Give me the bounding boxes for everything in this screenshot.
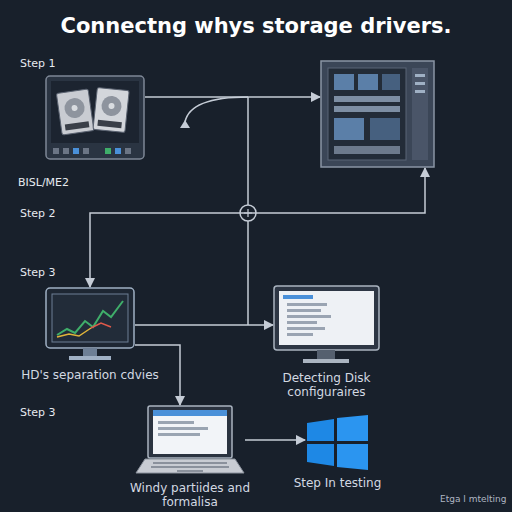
node-illustration [305, 415, 370, 470]
diagram-title: Connectng whys storage drivers. [0, 14, 512, 38]
illustration-node [320, 60, 435, 168]
illustration-node: HD's separation cdvies [45, 287, 135, 362]
trunk-line [247, 221, 249, 325]
node-illustration [320, 60, 435, 168]
node-caption: Step In testing [263, 476, 413, 490]
curve-line [185, 97, 248, 122]
node-illustration [135, 405, 245, 475]
step-label: Step 3 [20, 406, 56, 419]
node-illustration [45, 75, 145, 160]
illustration-node: Detecting Disk configuraires [273, 285, 380, 365]
node-illustration [45, 287, 135, 362]
connector-arrow [245, 439, 305, 441]
arrow-head [180, 120, 190, 128]
connector-arrow [135, 324, 273, 326]
step-label: Step 3 [20, 266, 56, 279]
trunk-line [247, 97, 249, 205]
connector-arrow [90, 168, 425, 287]
node-illustration [273, 285, 380, 365]
node-caption: Windy partiides and formalisa [115, 481, 265, 510]
connector-arrow [145, 96, 320, 98]
step-label: Step 1 [20, 57, 56, 70]
illustration-node [45, 75, 145, 160]
step-label: BISL/ME2 [18, 176, 69, 189]
illustration-node: Windy partiides and formalisa [135, 405, 245, 475]
watermark: Etga l mtelting [440, 494, 506, 504]
node-caption: Detecting Disk configuraires [252, 371, 402, 400]
node-caption: HD's separation cdvies [15, 368, 165, 382]
illustration-node: Step In testing [305, 415, 370, 470]
step-label: Step 2 [20, 207, 56, 220]
